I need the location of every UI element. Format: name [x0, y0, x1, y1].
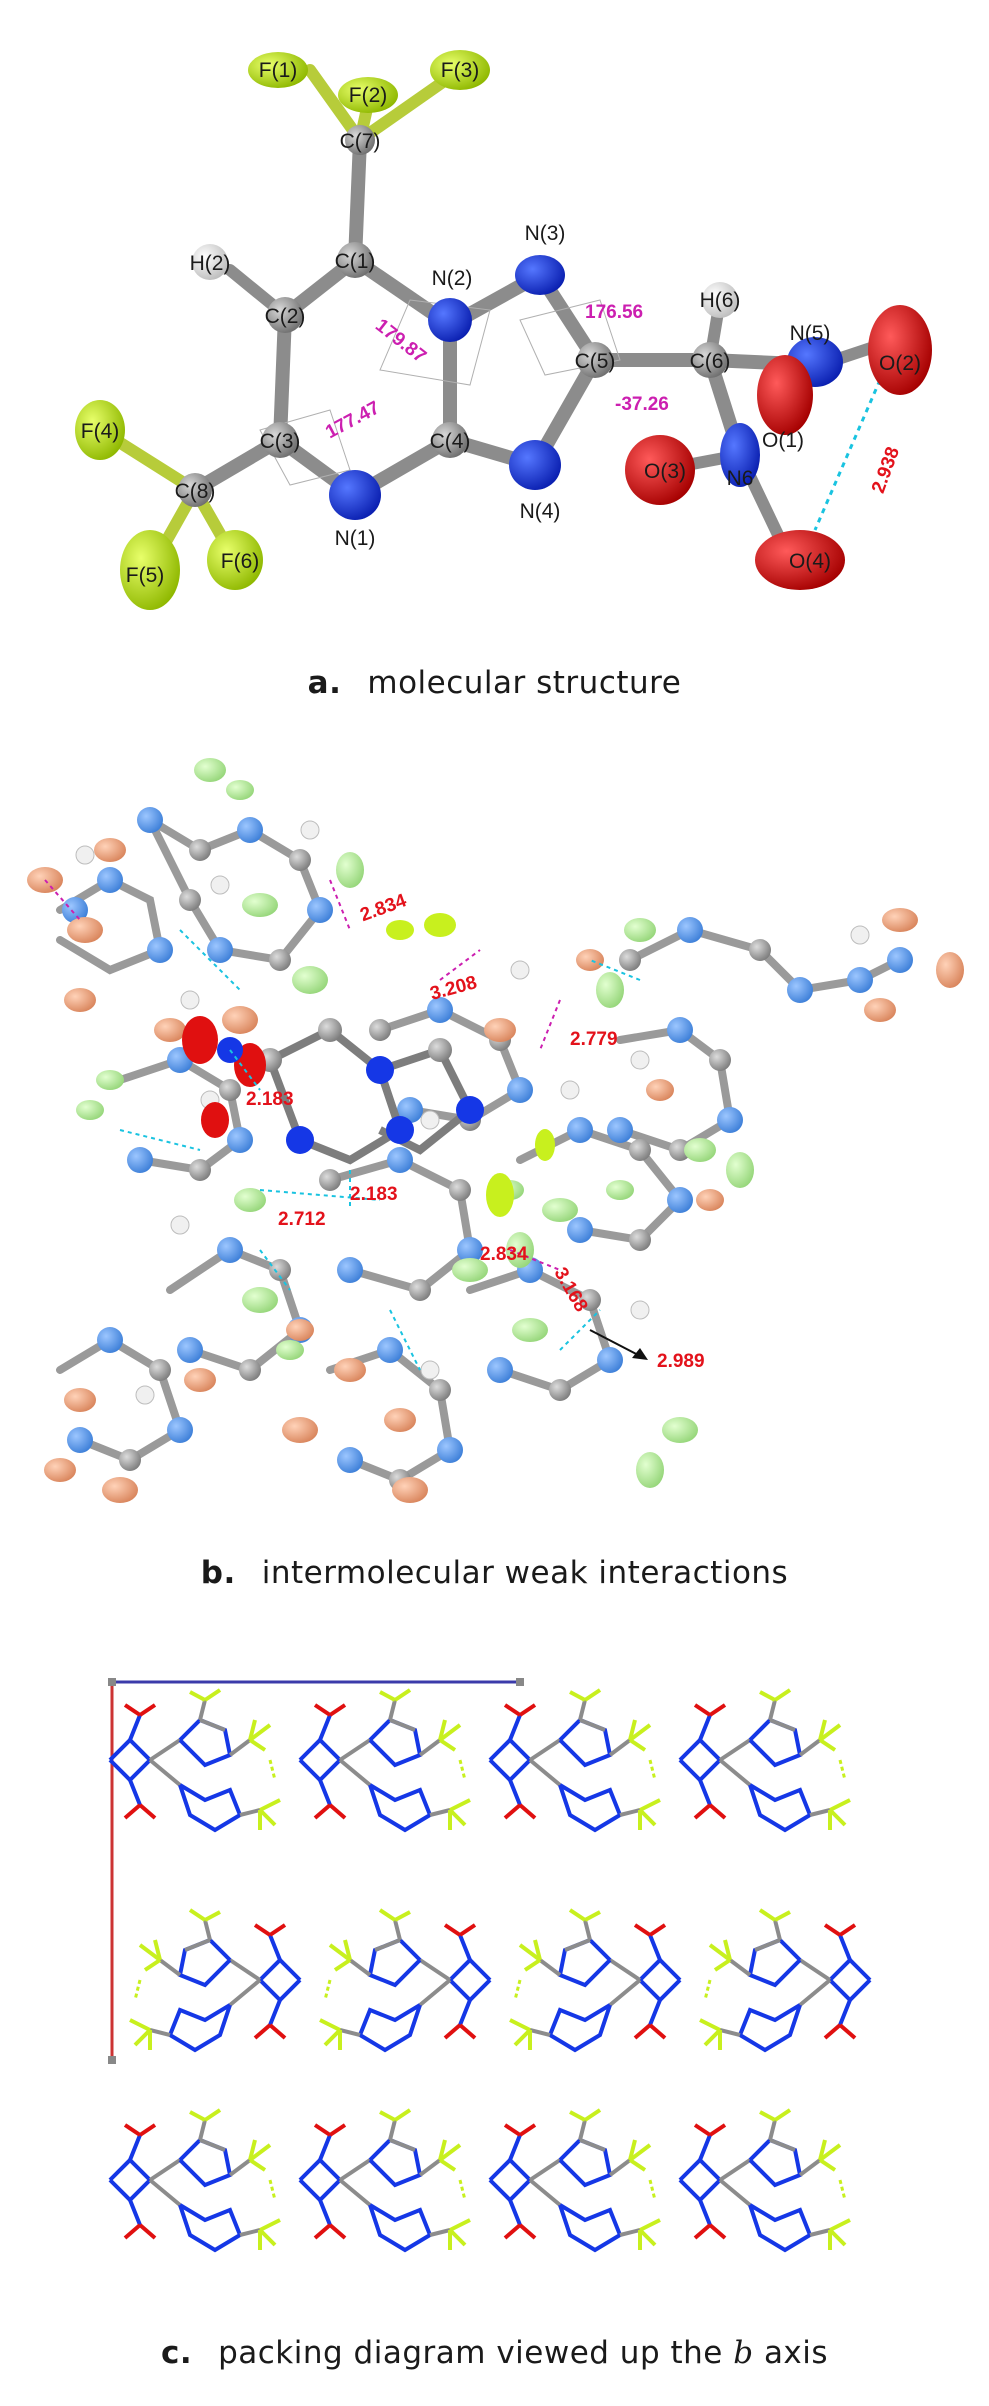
distance-d7: 2.834	[480, 1244, 528, 1265]
label-n1: N(1)	[335, 527, 376, 550]
caption-a: a. molecular structure	[0, 665, 989, 701]
atom-f4	[75, 400, 125, 460]
label-f4: F(4)	[81, 420, 120, 443]
atom-o4	[755, 530, 845, 590]
contact-line-o2-o4	[813, 379, 882, 531]
distance-d4: 2.183	[246, 1089, 294, 1110]
label-c2: C(2)	[265, 305, 306, 328]
label-h2: H(2)	[190, 252, 231, 275]
atom-c2	[267, 297, 303, 333]
caption-b: b. intermolecular weak interactions	[0, 1555, 989, 1591]
label-n4: N(4)	[520, 500, 561, 523]
atoms	[75, 50, 932, 610]
distance-label-1: 2.938	[868, 444, 904, 496]
label-f2: F(2)	[349, 84, 388, 107]
atom-f3	[430, 50, 490, 90]
atom-n6	[720, 423, 760, 487]
panel-b-weak-interactions: 2.834 3.208 2.779 2.183 2.183 2.712 2.83…	[0, 730, 989, 1600]
atom-c5	[577, 342, 613, 378]
distance-d3: 2.779	[570, 1029, 618, 1050]
contact-lines	[44, 879, 641, 1371]
label-c1: C(1)	[335, 250, 376, 273]
atom-f1	[248, 52, 308, 88]
caption-c: c. packing diagram viewed up the b axis	[0, 2335, 989, 2371]
caption-a-text: molecular structure	[367, 665, 682, 701]
atom-f6	[207, 530, 263, 590]
angle-label-3: 177.47	[322, 397, 383, 443]
caption-c-text-before: packing diagram viewed up the	[218, 2335, 723, 2371]
label-o2: O(2)	[879, 352, 921, 375]
label-n5: N(5)	[790, 322, 831, 345]
panel-a-molecular-structure: F(1) F(2) F(3) C(7) H(2) C(2) C(1) N(2) …	[0, 0, 989, 720]
label-n6: N6	[727, 467, 754, 490]
cell-corner-a	[516, 1678, 524, 1686]
angle-label-4: -37.26	[615, 394, 669, 415]
packing-diagram	[108, 1678, 872, 2252]
label-f6: F(6)	[221, 550, 260, 573]
caption-a-letter: a.	[307, 665, 342, 701]
atom-c4	[432, 422, 468, 458]
label-c6: C(6)	[690, 350, 731, 373]
packing-molecules	[108, 1688, 872, 2252]
atom-c3	[262, 422, 298, 458]
label-o1: O(1)	[762, 429, 804, 452]
label-n2: N(2)	[432, 267, 473, 290]
label-f3: F(3)	[441, 59, 480, 82]
atom-n4	[509, 440, 561, 490]
atom-h2	[192, 244, 228, 280]
label-f1: F(1)	[259, 59, 298, 82]
label-n3: N(3)	[525, 222, 566, 245]
atom-o2	[868, 305, 932, 395]
bonds	[94, 64, 886, 576]
label-c7: C(7)	[340, 130, 381, 153]
atom-c7	[345, 125, 375, 155]
distance-d9: 2.989	[657, 1351, 705, 1372]
atom-n2	[428, 298, 472, 342]
atom-f5	[120, 530, 180, 610]
atom-labels: F(1) F(2) F(3) C(7) H(2) C(2) C(1) N(2) …	[81, 59, 921, 587]
atom-o1	[757, 355, 813, 435]
atom-n3	[515, 255, 565, 295]
distance-d6: 2.712	[278, 1209, 326, 1230]
angle-label-1: 176.56	[585, 302, 643, 323]
cell-corner-c	[108, 2056, 116, 2064]
label-h6: H(6)	[700, 289, 741, 312]
central-molecule	[182, 913, 555, 1217]
label-c8: C(8)	[175, 480, 216, 503]
label-c5: C(5)	[575, 350, 616, 373]
atom-c6	[692, 342, 728, 378]
label-o3: O(3)	[644, 460, 686, 483]
distance-d8: 3.168	[550, 1264, 592, 1316]
atom-c1	[337, 242, 373, 278]
caption-c-text-after: axis	[763, 2335, 829, 2371]
label-c4: C(4)	[430, 430, 471, 453]
atom-o3	[625, 435, 695, 505]
arrow-2989	[589, 1329, 641, 1357]
atom-h6	[702, 282, 738, 318]
weak-interactions-diagram: 2.834 3.208 2.779 2.183 2.183 2.712 2.83…	[27, 758, 964, 1503]
molecular-structure-diagram: F(1) F(2) F(3) C(7) H(2) C(2) C(1) N(2) …	[75, 50, 932, 610]
label-c3: C(3)	[260, 430, 301, 453]
atom-n1	[329, 470, 381, 520]
distance-d5: 2.183	[350, 1184, 398, 1205]
panel-c-packing-diagram	[0, 1660, 989, 2300]
arrow-head-2989	[632, 1348, 648, 1360]
label-f5: F(5)	[126, 564, 165, 587]
caption-c-letter: c.	[160, 2335, 193, 2371]
caption-b-letter: b.	[200, 1555, 236, 1591]
caption-b-text: intermolecular weak interactions	[261, 1555, 789, 1591]
caption-c-axis: b	[733, 2335, 754, 2371]
label-o4: O(4)	[789, 550, 831, 573]
cell-corner	[108, 1678, 116, 1686]
atom-f2	[338, 77, 398, 113]
distance-d2: 3.208	[428, 972, 479, 1005]
atom-c8	[178, 473, 212, 507]
